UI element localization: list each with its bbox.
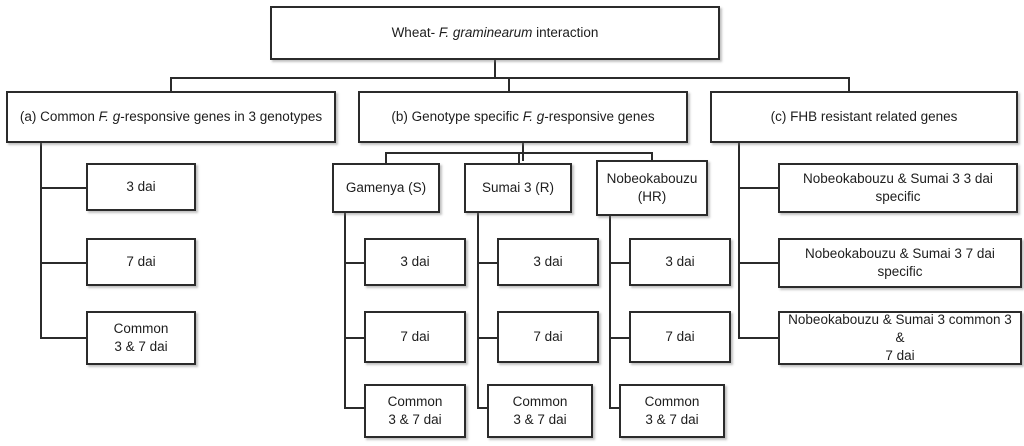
gamenya-leaf-2-label: 7 dai — [400, 328, 430, 344]
a-child-1-label: 3 dai — [126, 178, 156, 194]
nobeokabouzu-leaf-2-label: 7 dai — [665, 328, 695, 344]
sumai3-leaf-3-label: Common 3 & 7 dai — [512, 393, 568, 427]
node-gamenya-leaf-2: 7 dai — [364, 311, 466, 363]
node-a-child-2: 7 dai — [86, 238, 196, 286]
connector-root-stem — [494, 60, 496, 78]
root-species: F. graminearum — [438, 24, 533, 40]
genotype-nobeokabouzu-label: Nobeokabouzu (HR) — [606, 170, 698, 204]
connector-top-bus — [170, 77, 850, 79]
connector-sumai3-stub-2 — [477, 337, 499, 339]
gamenya-leaf-3-label: Common 3 & 7 dai — [387, 393, 443, 427]
connector-c-stub-2 — [738, 262, 780, 264]
category-c-label: (c) FHB resistant related genes — [770, 108, 958, 124]
category-a-label: (a) Common F. g-responsive genes in 3 ge… — [14, 108, 328, 126]
node-sumai3-leaf-3: Common 3 & 7 dai — [487, 384, 593, 438]
node-nobeokabouzu-leaf-2: 7 dai — [629, 311, 731, 363]
node-c-child-1: Nobeokabouzu & Sumai 3 3 dai specific — [778, 163, 1018, 213]
connector-c-bus — [738, 143, 740, 339]
connector-gamenya-stub-2 — [344, 337, 366, 339]
connector-sumai3-bus — [477, 213, 479, 409]
connector-gamenya-stub-3 — [344, 407, 366, 409]
connector-a-stub-3 — [40, 337, 88, 339]
connector-top-drop-c — [848, 77, 850, 92]
node-gamenya-leaf-3: Common 3 & 7 dai — [364, 384, 466, 438]
category-a-italic-f: F. — [98, 108, 109, 124]
connector-nobeokabouzu-bus — [609, 216, 611, 409]
connector-a-bus — [40, 143, 42, 339]
node-nobeokabouzu-leaf-3: Common 3 & 7 dai — [619, 384, 725, 438]
node-category-a: (a) Common F. g-responsive genes in 3 ge… — [6, 91, 336, 143]
category-b-italic-f: F. — [522, 108, 533, 124]
connector-b-drop-nobeokabouzu — [651, 152, 653, 163]
category-b-label: (b) Genotype specific F. g-responsive ge… — [385, 108, 660, 126]
connector-a-stub-1 — [40, 187, 88, 189]
category-a-italic-g: g — [112, 108, 121, 124]
root-label: Wheat- F. graminearum interaction — [386, 24, 605, 42]
nobeokabouzu-leaf-1-label: 3 dai — [665, 253, 695, 269]
nobeokabouzu-leaf-3-label: Common 3 & 7 dai — [644, 393, 700, 427]
node-a-child-1: 3 dai — [86, 163, 196, 211]
root-suffix: interaction — [532, 24, 599, 40]
c-child-2-label: Nobeokabouzu & Sumai 3 7 dai specific — [805, 245, 995, 279]
a-child-2-label: 7 dai — [126, 253, 156, 269]
node-genotype-nobeokabouzu: Nobeokabouzu (HR) — [596, 160, 708, 216]
connector-top-drop-b — [508, 77, 510, 92]
node-gamenya-leaf-1: 3 dai — [364, 238, 466, 286]
connector-sumai3-stub-1 — [477, 262, 499, 264]
node-root: Wheat- F. graminearum interaction — [270, 6, 720, 60]
node-c-child-2: Nobeokabouzu & Sumai 3 7 dai specific — [778, 238, 1022, 288]
c-child-3-label: Nobeokabouzu & Sumai 3 common 3 & 7 dai — [788, 311, 1012, 364]
a-child-3-label: Common 3 & 7 dai — [113, 320, 169, 354]
category-b-prefix: (b) Genotype specific — [391, 108, 523, 124]
connector-nobeokabouzu-stub-2 — [609, 337, 631, 339]
connector-a-stub-2 — [40, 262, 88, 264]
connector-c-stub-3 — [738, 337, 780, 339]
node-nobeokabouzu-leaf-1: 3 dai — [629, 238, 731, 286]
node-category-b: (b) Genotype specific F. g-responsive ge… — [358, 91, 688, 143]
sumai3-leaf-2-label: 7 dai — [533, 328, 563, 344]
genotype-sumai3-label: Sumai 3 (R) — [481, 179, 554, 195]
category-b-suffix: -responsive genes — [544, 108, 655, 124]
node-a-child-3: Common 3 & 7 dai — [86, 311, 196, 365]
connector-b-drop-sumai — [518, 152, 520, 163]
node-genotype-sumai3: Sumai 3 (R) — [464, 163, 572, 213]
c-child-1-label: Nobeokabouzu & Sumai 3 3 dai specific — [803, 170, 993, 204]
connector-nobeokabouzu-stub-1 — [609, 262, 631, 264]
connector-b-drop-gamenya — [385, 152, 387, 163]
category-a-prefix: (a) Common — [19, 108, 99, 124]
gamenya-leaf-1-label: 3 dai — [400, 253, 430, 269]
sumai3-leaf-1-label: 3 dai — [533, 253, 563, 269]
category-a-suffix: -responsive genes in 3 genotypes — [120, 108, 323, 124]
connector-c-stub-1 — [738, 187, 780, 189]
category-b-italic-g: g — [536, 108, 545, 124]
node-sumai3-leaf-1: 3 dai — [497, 238, 599, 286]
connector-gamenya-bus — [344, 213, 346, 409]
node-sumai3-leaf-2: 7 dai — [497, 311, 599, 363]
connector-gamenya-stub-1 — [344, 262, 366, 264]
connector-top-drop-a — [170, 77, 172, 92]
node-category-c: (c) FHB resistant related genes — [710, 91, 1018, 143]
genotype-gamenya-label: Gamenya (S) — [345, 179, 427, 195]
root-prefix: Wheat- — [391, 24, 439, 40]
node-genotype-gamenya: Gamenya (S) — [332, 163, 440, 213]
node-c-child-3: Nobeokabouzu & Sumai 3 common 3 & 7 dai — [778, 311, 1022, 365]
